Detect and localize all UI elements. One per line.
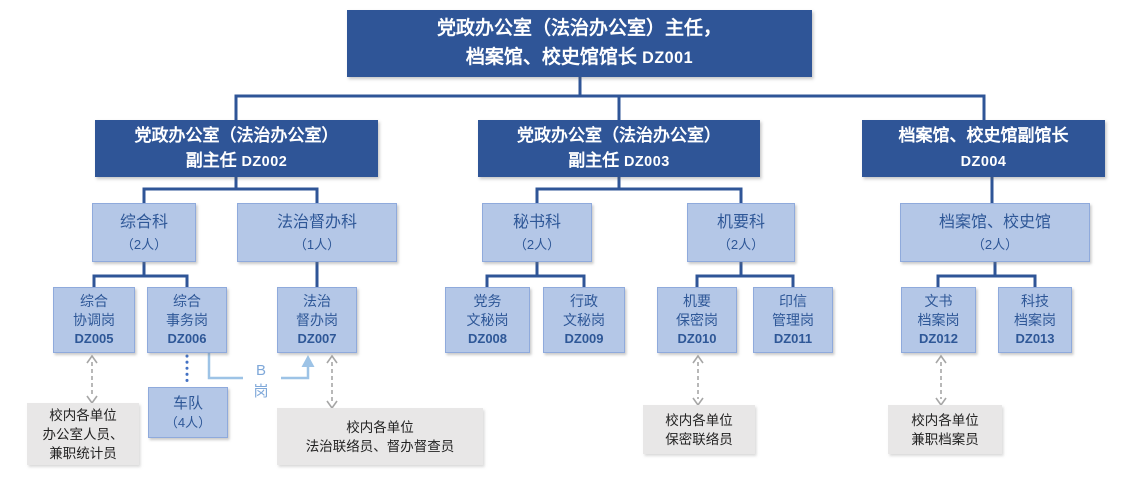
post-name: 文书 [924,293,953,309]
group-text: 法治联络员、督办督查员 [305,438,455,454]
b-post-route-line [207,353,310,380]
fleet-name: 车队 [172,395,203,412]
tree-connector-lines [92,75,1037,289]
post-name: 机要 [683,293,711,309]
post-name: 党务 [473,293,502,309]
post-name: 印信 [779,293,807,309]
node-title-line: 党政办公室（法治办公室） [135,123,339,148]
post-name: 文秘岗 [466,312,509,328]
post-name: 事务岗 [166,312,208,328]
position-code: DZ004 [960,153,1007,170]
post-dz007: 法治 督办岗 DZ007 [277,287,357,353]
node-text: 党政办公室（法治办公室） [517,125,721,145]
group-text: 校内各单位 [911,412,979,428]
dept-headcount: （1人） [293,237,341,252]
node-title-line: 党政办公室（法治办公室）主任， [437,14,722,43]
external-group-security-liaisons: 校内各单位 保密联络员 [643,405,755,454]
node-title-line: 档案馆、校史馆馆长 DZ001 [466,43,693,73]
position-code: DZ001 [642,49,694,67]
post-dz013: 科技 档案岗 DZ013 [998,287,1072,353]
post-name: 行政 [570,293,598,309]
post-dz010: 机要 保密岗 DZ010 [657,287,737,353]
post-dz009: 行政 文秘岗 DZ009 [543,287,625,353]
post-name: 综合 [80,293,108,309]
node-text: 党政办公室（法治办公室） [134,125,339,145]
node-text: 档案馆、校史馆副馆长 [898,125,1069,145]
node-text: 副主任 [568,150,620,170]
position-code: DZ011 [773,331,813,346]
node-director: 党政办公室（法治办公室）主任， 档案馆、校史馆馆长 DZ001 [347,10,812,77]
post-name: 科技 [1021,293,1049,309]
post-dz006: 综合 事务岗 DZ006 [147,287,227,353]
group-text: 兼职统计员 [49,445,117,461]
dept-name: 秘书科 [512,214,561,231]
post-name: 协调岗 [73,312,115,328]
position-code: DZ008 [467,331,508,346]
b-post-arrow-icon [301,355,315,367]
post-name: 管理岗 [772,312,814,328]
group-text: 校内各单位 [346,419,414,435]
node-deputy-dz002: 党政办公室（法治办公室） 副主任 DZ002 [95,120,378,177]
b-post-label-line: 岗 [253,383,269,400]
node-title-line: 副主任 DZ002 [186,148,288,175]
position-code: DZ013 [1015,331,1055,346]
external-group-legal-liaisons: 校内各单位 法治联络员、督办督查员 [277,408,483,465]
node-fleet: 车队 （4人） [148,387,228,438]
position-code: DZ010 [677,331,717,346]
external-group-archivists: 校内各单位 兼职档案员 [888,405,1002,454]
position-code: DZ006 [167,331,207,346]
dept-zonghe-ke: 综合科 （2人） [92,203,196,262]
post-name: 督办岗 [296,312,338,328]
dept-headcount: （2人） [513,237,561,252]
post-dz011: 印信 管理岗 DZ011 [753,287,833,353]
position-code: DZ002 [241,153,288,170]
external-group-statisticians: 校内各单位 办公室人员、 兼职统计员 [27,403,139,465]
dept-headcount: （2人） [971,237,1019,252]
dept-headcount: （2人） [120,237,168,252]
group-text: 兼职档案员 [911,431,979,447]
position-code: DZ007 [297,331,337,346]
position-code: DZ003 [623,153,670,170]
fleet-headcount: （4人） [164,415,212,430]
group-text: 办公室人员、 [42,426,124,442]
node-text: 副主任 [185,150,237,170]
dept-mishu-ke: 秘书科 （2人） [482,203,592,262]
node-title-line: 档案馆、校史馆副馆长 [899,123,1069,148]
dept-name: 档案馆、校史馆 [938,214,1051,231]
post-name: 保密岗 [676,312,718,328]
node-title-line: 副主任 DZ003 [568,148,670,175]
post-dz008: 党务 文秘岗 DZ008 [445,287,530,353]
node-deputy-dz004: 档案馆、校史馆副馆长 DZ004 [862,120,1105,177]
node-title-line: DZ004 [961,148,1007,175]
node-text: 档案馆、校史馆馆长 [465,47,637,68]
dept-fazhi-duban-ke: 法治督办科 （1人） [237,203,397,262]
b-post-label-line: B [255,362,266,379]
dept-jiyao-ke: 机要科 （2人） [687,203,795,262]
post-name: 文秘岗 [563,312,605,328]
b-post-label: B 岗 [246,360,276,402]
post-dz005: 综合 协调岗 DZ005 [53,287,135,353]
dept-name: 机要科 [716,214,765,231]
group-text: 校内各单位 [49,407,117,423]
node-text: 党政办公室（法治办公室）主任， [436,18,722,39]
group-text: 保密联络员 [665,431,733,447]
position-code: DZ005 [74,331,114,346]
node-title-line: 党政办公室（法治办公室） [517,123,721,148]
position-code: DZ009 [564,331,604,346]
dept-headcount: （2人） [717,237,765,252]
post-dz012: 文书 档案岗 DZ012 [901,287,976,353]
dept-name: 综合科 [119,214,168,231]
position-code: DZ012 [918,331,959,346]
post-name: 综合 [173,293,201,309]
dept-archives: 档案馆、校史馆 （2人） [900,203,1090,262]
post-name: 法治 [303,293,331,309]
dept-name: 法治督办科 [276,214,357,231]
post-name: 档案岗 [1014,312,1056,328]
post-name: 档案岗 [917,312,960,328]
node-deputy-dz003: 党政办公室（法治办公室） 副主任 DZ003 [478,120,760,177]
group-text: 校内各单位 [665,412,733,428]
